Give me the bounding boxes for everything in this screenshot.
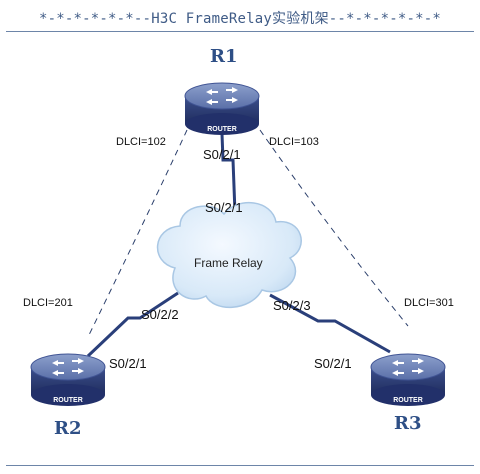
router-r3-icon <box>370 353 446 406</box>
interface-r1-upper-label: S0/2/1 <box>203 147 241 162</box>
interface-r1-lower-label: S0/2/1 <box>205 200 243 215</box>
router-r2-badge: ROUTER <box>53 397 83 404</box>
router-r2-name: R2 <box>54 418 82 439</box>
serial-link-cloud-r2 <box>86 291 179 358</box>
interface-r3-label: S0/2/1 <box>314 356 352 371</box>
diagram-title: *-*-*-*-*-*--H3C FrameRelay实验机架--*-*-*-*… <box>39 11 441 27</box>
dlci-201-label: DLCI=201 <box>23 297 73 309</box>
frame-relay-cloud <box>156 201 302 309</box>
router-r1-badge: ROUTER <box>207 126 237 133</box>
dlci-102-label: DLCI=102 <box>116 136 166 148</box>
pvc-r1-r2 <box>87 129 188 338</box>
router-r3-name: R3 <box>394 413 422 434</box>
interface-cloud-r2-label: S0/2/2 <box>141 307 179 322</box>
bottom-divider <box>6 465 474 466</box>
router-r1-icon <box>184 82 260 135</box>
router-r3-badge: ROUTER <box>393 397 423 404</box>
serial-link-r1-cloud <box>220 133 237 214</box>
dlci-301-label: DLCI=301 <box>404 297 454 309</box>
top-divider <box>6 31 474 32</box>
serial-link-cloud-r3 <box>269 293 391 354</box>
interface-r2-label: S0/2/1 <box>109 356 147 371</box>
router-r2-icon <box>30 353 106 406</box>
dlci-103-label: DLCI=103 <box>269 136 319 148</box>
router-r1-name: R1 <box>210 46 238 67</box>
frame-relay-label: Frame Relay <box>194 256 263 270</box>
pvc-r1-r3 <box>259 129 409 327</box>
interface-cloud-r3-label: S0/2/3 <box>273 298 311 313</box>
